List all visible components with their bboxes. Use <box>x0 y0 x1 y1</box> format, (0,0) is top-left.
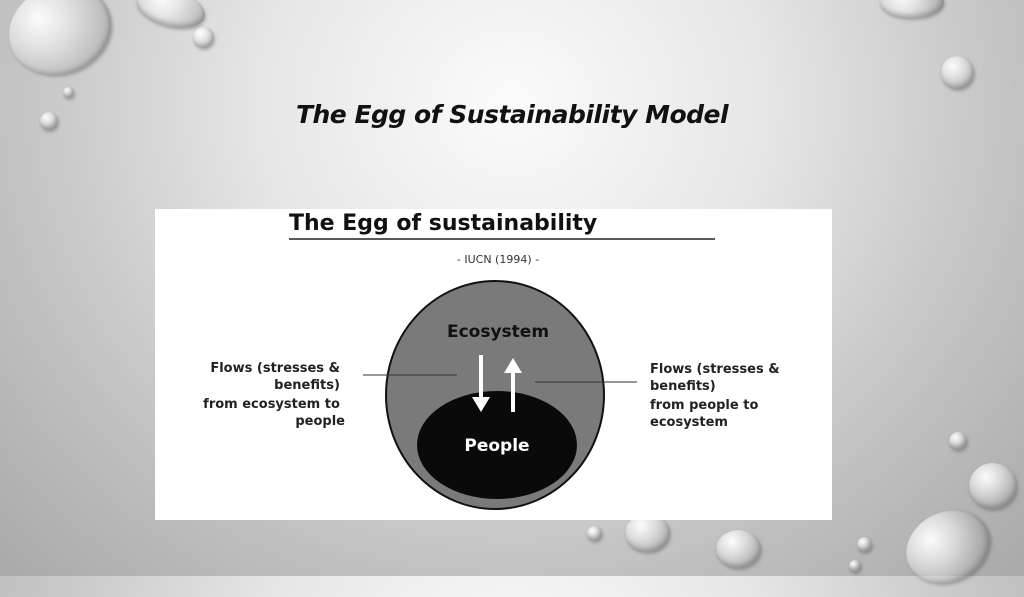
slide-title: The Egg of Sustainability Model <box>295 100 729 129</box>
water-droplet-decoration <box>969 463 1017 509</box>
up-arrow-icon <box>504 358 522 412</box>
water-droplet-decoration <box>63 87 74 98</box>
people-label: People <box>464 436 529 456</box>
right-flow-label-line: ecosystem <box>650 415 728 430</box>
right-flow-label: Flows (stresses & benefits) from people … <box>650 358 785 430</box>
right-flow-label-line: Flows (stresses & <box>650 362 780 377</box>
water-droplet-decoration <box>625 514 670 552</box>
people-egg <box>417 391 577 499</box>
right-flow-label-line: from people to <box>650 398 758 413</box>
water-droplet-decoration <box>941 56 974 89</box>
water-droplet-decoration <box>40 112 58 130</box>
water-droplet-decoration <box>880 0 944 18</box>
egg-diagram: The Egg of sustainability - IUCN (1994) … <box>155 209 832 520</box>
water-droplet-decoration <box>716 530 761 568</box>
water-droplet-decoration <box>857 537 872 552</box>
left-flow-label-line: people <box>295 414 345 429</box>
right-flow-label-line: benefits) <box>650 379 716 394</box>
water-droplet-decoration <box>894 497 1002 597</box>
diagram-source: - IUCN (1994) - <box>457 253 539 266</box>
water-droplet-decoration <box>587 526 602 541</box>
water-droplet-decoration <box>849 560 861 572</box>
water-droplet-decoration <box>949 432 967 450</box>
ecosystem-label: Ecosystem <box>447 322 549 342</box>
egg-diagram-canvas: The Egg of sustainability - IUCN (1994) … <box>203 211 785 510</box>
left-flow-label-line: benefits) <box>274 378 340 393</box>
left-flow-label-line: from ecosystem to <box>203 397 340 412</box>
left-flow-label: Flows (stresses & benefits) from ecosyst… <box>203 357 345 429</box>
left-flow-label-line: Flows (stresses & <box>210 361 340 376</box>
down-arrow-icon <box>472 355 490 412</box>
diagram-title: The Egg of sustainability <box>289 211 597 236</box>
water-droplet-decoration <box>0 0 124 90</box>
water-droplet-decoration <box>193 27 214 48</box>
